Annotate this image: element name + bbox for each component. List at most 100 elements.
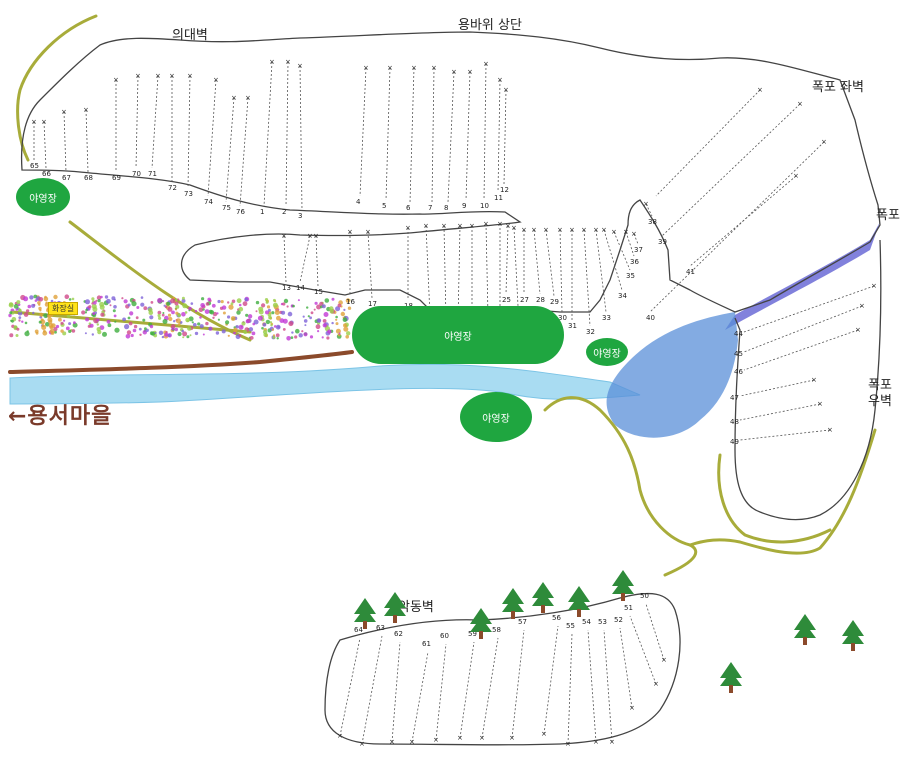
flower (266, 305, 271, 309)
tree-icon (500, 586, 526, 624)
flower (202, 333, 205, 336)
flower (215, 331, 220, 335)
flower (245, 313, 249, 317)
flower (139, 333, 142, 336)
flower (13, 304, 19, 309)
tree-icon (610, 568, 636, 606)
anchor-icon: × (307, 232, 313, 240)
flower (129, 311, 134, 316)
flower (53, 327, 58, 332)
flower (245, 319, 250, 324)
tree-icon (352, 596, 378, 634)
flower (270, 324, 273, 327)
flower (16, 300, 21, 305)
flower (230, 302, 234, 306)
flower (309, 316, 312, 320)
flower (208, 327, 212, 331)
anchor-icon: × (497, 76, 503, 84)
flower (81, 310, 86, 315)
flower (130, 333, 134, 338)
anchor-icon: × (511, 224, 517, 232)
flower (49, 325, 54, 330)
route-number: 64 (354, 626, 363, 634)
flower (345, 335, 350, 339)
flower (343, 326, 349, 332)
flower (343, 323, 347, 328)
route-line (431, 67, 435, 203)
flower (177, 331, 182, 337)
anchor-icon: × (365, 228, 371, 236)
flower (346, 331, 351, 336)
flower (290, 336, 294, 339)
flower (100, 295, 103, 299)
anchor-icon: × (31, 118, 37, 126)
flower (327, 329, 332, 334)
anchor-icon: × (629, 704, 635, 712)
flower (162, 319, 168, 324)
flower (225, 320, 230, 325)
area-label-yongbawi-top: 용바위 상단 (458, 18, 522, 33)
route-number: 62 (394, 630, 403, 638)
flower (127, 316, 131, 320)
route-number: 9 (462, 202, 466, 210)
route-line (447, 71, 455, 203)
route-number: 37 (634, 246, 643, 254)
route-number: 1 (260, 208, 264, 216)
flower (163, 304, 166, 307)
route-line (483, 63, 487, 201)
flower (173, 320, 176, 323)
route-line (625, 231, 635, 257)
anchor-icon: × (387, 64, 393, 72)
anchor-icon: × (509, 734, 515, 742)
flower (140, 296, 144, 299)
route-number: 30 (558, 314, 567, 322)
flower (288, 321, 294, 327)
anchor-icon: × (433, 736, 439, 744)
route-number: 40 (646, 314, 655, 322)
route-line (285, 61, 289, 207)
route-number: 66 (42, 170, 51, 178)
route-line (411, 651, 429, 743)
route-line (505, 225, 509, 295)
flower (342, 317, 348, 323)
akdong-wall-outline (324, 592, 681, 746)
flower (128, 321, 133, 326)
flower (265, 300, 269, 304)
flower (32, 311, 35, 315)
flower (18, 308, 22, 313)
flower (292, 304, 295, 308)
flower (268, 315, 272, 320)
anchor-icon: × (483, 60, 489, 68)
flower (306, 306, 309, 309)
flower (194, 309, 198, 313)
route-line (739, 379, 815, 397)
flower (335, 322, 339, 326)
flower (307, 315, 310, 318)
flower (167, 334, 171, 337)
campsite: 야영장 (352, 306, 564, 364)
anchor-icon: × (609, 738, 615, 746)
flower (150, 301, 154, 304)
flower (143, 306, 148, 311)
flower (27, 304, 32, 309)
anchor-icon: × (409, 738, 415, 746)
anchor-icon: × (457, 734, 463, 742)
flower (310, 311, 314, 315)
anchor-icon: × (41, 118, 47, 126)
anchor-icon: × (503, 86, 509, 94)
flower (322, 323, 327, 328)
anchor-icon: × (83, 106, 89, 114)
route-line (485, 223, 489, 317)
flower (50, 331, 55, 335)
route-line (435, 643, 447, 741)
route-number: 63 (376, 624, 385, 632)
anchor-icon: × (817, 400, 823, 408)
flower (104, 295, 109, 299)
flower (60, 329, 64, 333)
flower (11, 319, 14, 323)
route-line (391, 641, 401, 743)
flower (54, 330, 57, 334)
route-line (583, 229, 591, 327)
flower (189, 334, 192, 337)
flower (121, 297, 124, 300)
